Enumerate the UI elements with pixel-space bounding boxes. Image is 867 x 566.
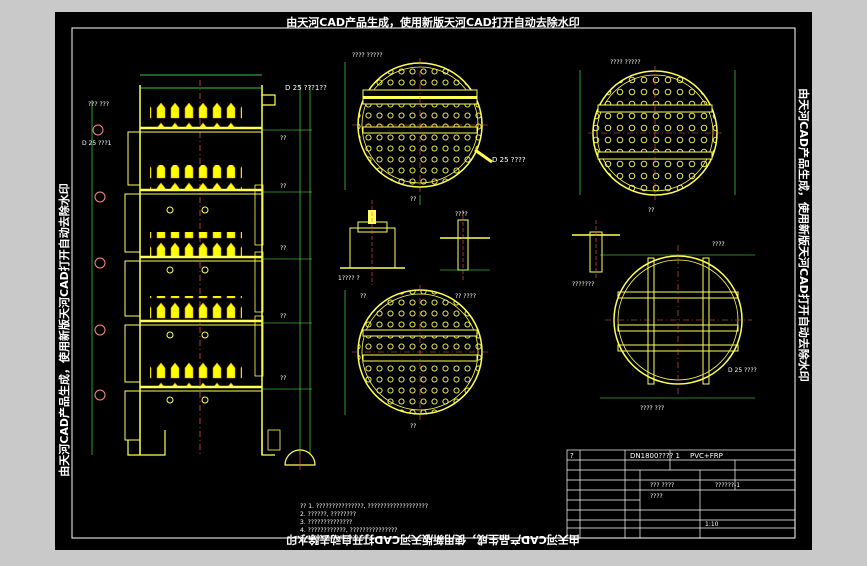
title-spec: DN1800???? 1 xyxy=(630,452,680,460)
svg-text:??: ?? xyxy=(280,245,286,252)
dimension-label-left: ??? ??? xyxy=(88,101,109,108)
tick-label-d: ?? xyxy=(410,423,416,430)
watermark-right: 由天河CAD产品生成，使用新版天河CAD打开自动去除水印 xyxy=(797,88,811,381)
svg-text:??: ?? xyxy=(280,135,286,142)
plate-view-top-right xyxy=(579,66,736,200)
tower-elevation: ?? ?? ?? ?? ?? xyxy=(91,74,316,470)
detail-small-3 xyxy=(572,220,620,280)
plate-e-label: ?? ???? xyxy=(455,293,476,300)
watermark-bottom: 由天河CAD产品生成，使用新版天河CAD打开自动去除水印 xyxy=(286,533,579,547)
title-qmark: ? xyxy=(570,452,574,460)
title-name: ??? ???? xyxy=(650,482,674,489)
tick-label-b: ?? xyxy=(648,207,654,214)
tower-stage-1 xyxy=(140,103,262,133)
svg-text:??: ?? xyxy=(280,375,286,382)
stage-markers xyxy=(92,124,106,401)
title-material: PVC+FRP xyxy=(690,452,723,460)
detail-small-2 xyxy=(440,210,490,280)
tick-label-c: ?? xyxy=(360,293,366,300)
note-line-5: 5. ???????????????????? xyxy=(300,535,371,542)
watermark-left: 由天河CAD产品生成，使用新版天河CAD打开自动去除水印 xyxy=(57,183,71,476)
technical-notes: ?? 1. ???????????????, ?????????????????… xyxy=(300,503,428,542)
detail-small-1 xyxy=(340,200,405,285)
plate-g-label: ???? ??? xyxy=(640,405,664,412)
watermark-top: 由天河CAD产品生成，使用新版天河CAD打开自动去除水印 xyxy=(286,15,579,29)
svg-text:??: ?? xyxy=(280,313,286,320)
section-note: 1???? ? xyxy=(338,275,360,282)
tick-label-a: ?? xyxy=(410,196,416,203)
nozzle-label-left: D 25 ???1 xyxy=(82,140,112,147)
svg-text:??: ?? xyxy=(280,183,286,190)
tower-stage-4 xyxy=(140,296,262,339)
plate-view-top-center xyxy=(344,58,493,205)
title-scale: 1:10 xyxy=(705,521,719,528)
plate-d-label: ??????? xyxy=(572,281,594,288)
nozzle-label-mid: D 25 ???? xyxy=(492,156,526,164)
note-line-1: ?? 1. ???????????????, ?????????????????… xyxy=(300,503,428,510)
note-line-3: 3. ?????????????? xyxy=(300,519,352,526)
nozzle-label-right: D 25 ???? xyxy=(728,367,757,374)
plate-f-label: ???? xyxy=(712,241,725,248)
note-line-4: 4. ????????????, ??????????????? xyxy=(300,527,397,534)
note-line-2: 2. ??????, ???????? xyxy=(300,511,356,518)
tower-stage-3 xyxy=(140,232,262,274)
drawing-frame xyxy=(71,27,796,539)
title-code: ??????-1 xyxy=(715,482,740,489)
plate-view-bottom-center xyxy=(344,285,488,420)
title-block xyxy=(566,449,796,539)
nozzle-label-top: D 25 ???1?? xyxy=(285,84,327,92)
tower-stage-5 xyxy=(140,362,262,404)
plate-a-label: ???? ????? xyxy=(352,52,383,59)
plate-b-label: ???? ????? xyxy=(610,59,641,66)
plate-view-bottom-right xyxy=(600,245,755,399)
title-subname: ???? xyxy=(650,493,663,500)
tower-stage-2 xyxy=(140,165,262,214)
plate-c-label: ???? xyxy=(455,211,468,218)
